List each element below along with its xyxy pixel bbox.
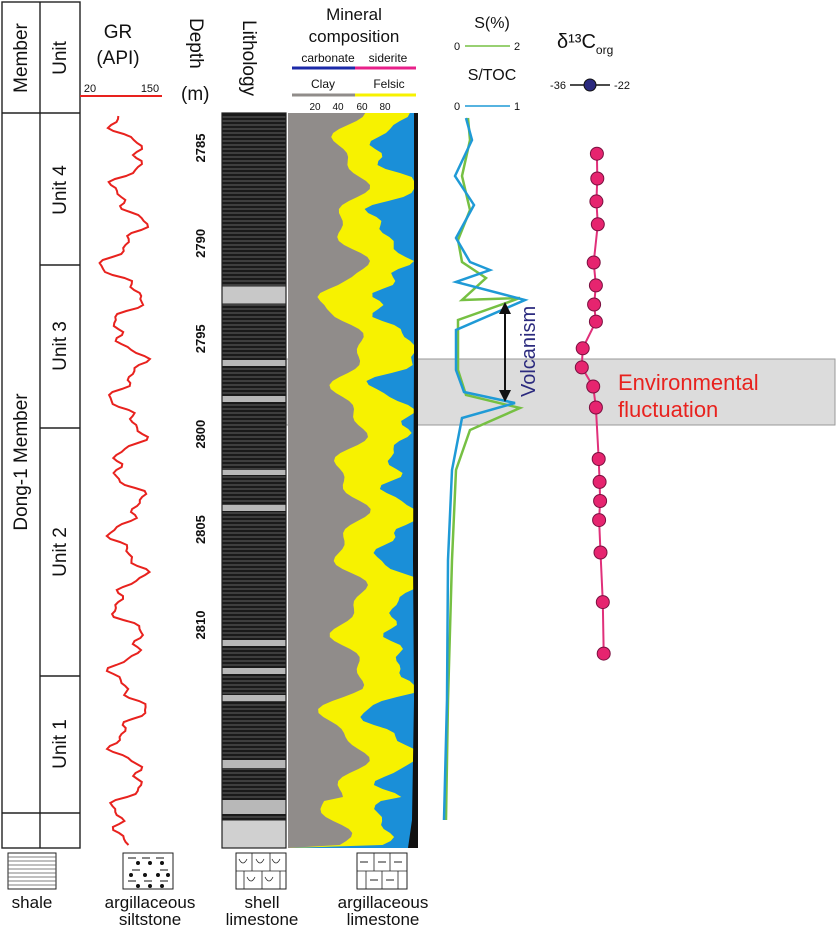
lithology-title: Lithology: [238, 20, 259, 97]
legend-siltstone-swatch: [122, 852, 174, 890]
d13c-point: [575, 341, 590, 356]
s-curve: [444, 117, 524, 821]
volcanism-label: Volcanism: [518, 306, 540, 397]
carbonate-label: carbonate: [301, 51, 355, 65]
legend-label: shale: [12, 893, 53, 912]
s-max: 2: [514, 41, 520, 53]
mineral-composition-column: [288, 113, 418, 848]
unit-4-label: Unit 4: [50, 165, 71, 215]
depth-tick-label: 2795: [193, 324, 208, 353]
depth-tick-label: 2810: [193, 611, 208, 640]
d13c-point: [595, 595, 610, 610]
gr-min: 20: [84, 83, 96, 95]
d13c-point: [593, 494, 608, 508]
d13c-point: [586, 379, 601, 394]
stoc-title: S/TOC: [468, 67, 517, 84]
lithology-argillaceous-limestone: [222, 800, 286, 814]
lithology-argillaceous-limestone: [222, 470, 286, 475]
legend-label: siltstone: [119, 910, 181, 928]
d13c-point: [590, 171, 605, 186]
d13c-point: [574, 360, 589, 375]
d13c-point: [592, 474, 607, 489]
depth-unit: (m): [181, 84, 209, 105]
volcanism-arrow: [499, 302, 511, 402]
mineral-title-1: Mineral: [326, 5, 382, 24]
d13c-point: [588, 314, 603, 329]
legend-label: shell: [245, 893, 280, 912]
gr-unit: (API): [96, 48, 139, 69]
lithology-column: [221, 112, 287, 849]
d13c-point: [589, 146, 604, 161]
depth-tick-label: 2790: [193, 229, 208, 258]
unit-2-label: Unit 2: [50, 527, 71, 577]
stoc-curve: [442, 117, 529, 821]
lithology-argillaceous-limestone: [222, 760, 286, 768]
lithology-shell-limestone: [221, 285, 287, 305]
lithology-argillaceous-limestone: [222, 396, 286, 402]
unit-1-label: Unit 1: [50, 719, 71, 769]
mineral-scale: 20 40 60 80: [309, 102, 391, 113]
gr-curve: [98, 115, 152, 846]
svg-text:20: 20: [309, 102, 321, 113]
lithology-argillaceous-limestone: [222, 640, 286, 646]
legend-shale-swatch: [7, 852, 57, 890]
d13c-point: [592, 513, 607, 528]
lithology-argillaceous-limestone: [222, 668, 286, 674]
depth-title: Depth: [185, 18, 206, 69]
d13c-series: [574, 146, 611, 661]
gr-max: 150: [141, 83, 159, 95]
siderite-label: siderite: [369, 51, 408, 65]
svg-text:80: 80: [379, 102, 391, 113]
member-header: Member: [11, 22, 32, 92]
environmental-label-2: fluctuation: [618, 397, 718, 422]
depth-tick-label: 2800: [193, 420, 208, 449]
lithology-argillaceous-limestone: [222, 505, 286, 511]
unit-header: Unit: [50, 40, 71, 75]
svg-text:40: 40: [332, 102, 344, 113]
depth-axis: 2785 2790 2795 2800 2805 2810: [193, 134, 208, 640]
d13c-point: [587, 297, 602, 312]
legend-label: argillaceous: [338, 893, 429, 912]
d13c-point: [586, 255, 601, 270]
d13c-min: -36: [550, 80, 566, 92]
d13c-point: [593, 545, 608, 560]
d13c-point: [591, 452, 606, 466]
svg-text:60: 60: [356, 102, 368, 113]
d13c-point: [596, 646, 611, 661]
environmental-label-1: Environmental: [618, 370, 759, 395]
member-unit-columns: [1, 1, 81, 849]
felsic-label: Felsic: [373, 77, 404, 91]
d13c-scale-point: [583, 78, 597, 92]
legend-label: argillaceous: [105, 893, 196, 912]
s-min: 0: [454, 41, 460, 53]
member-name: Dong-1 Member: [11, 393, 32, 531]
gr-title: GR: [104, 22, 133, 43]
stoc-max: 1: [514, 101, 520, 113]
s-title: S(%): [474, 15, 510, 32]
lithology-argillaceous-limestone: [222, 695, 286, 701]
siderite-area: [408, 113, 418, 848]
d13c-title: δ¹³Corg: [557, 31, 613, 57]
unit-3-label: Unit 3: [50, 321, 71, 371]
clay-label: Clay: [311, 77, 335, 91]
d13c-point: [588, 278, 603, 293]
lithology-argillaceous-limestone: [222, 360, 286, 366]
legend-label: limestone: [347, 910, 420, 928]
legend-label: limestone: [226, 910, 299, 928]
mineral-title-2: composition: [309, 27, 400, 46]
depth-tick-label: 2785: [193, 134, 208, 163]
lithology-argillaceous-siltstone: [221, 819, 287, 849]
depth-tick-label: 2805: [193, 515, 208, 544]
d13c-max: -22: [614, 80, 630, 92]
d13c-point: [588, 400, 603, 415]
stoc-min: 0: [454, 101, 460, 113]
clay-area: [288, 113, 371, 848]
d13c-point: [590, 217, 605, 232]
d13c-point: [589, 194, 604, 209]
lithology-shale: [222, 113, 286, 848]
